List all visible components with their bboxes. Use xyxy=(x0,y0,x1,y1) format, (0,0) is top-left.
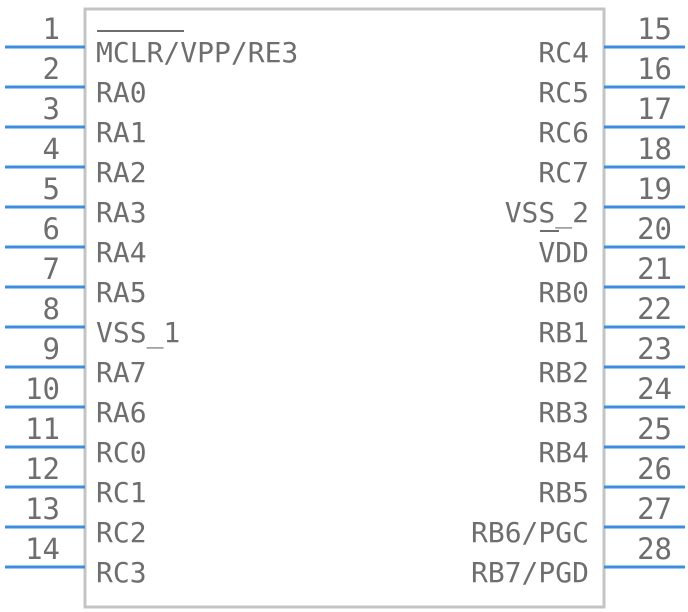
pin-label-rc3: RC3 xyxy=(96,556,147,589)
pin-number: 3 xyxy=(43,92,60,126)
pin-number: 20 xyxy=(637,212,672,246)
pin-number: 15 xyxy=(637,12,672,46)
pin-number: 24 xyxy=(637,372,672,406)
pin-label-rc1: RC1 xyxy=(96,476,147,509)
pin-label-rb3: RB3 xyxy=(538,396,589,429)
pin-number: 7 xyxy=(43,252,60,286)
pin-label-ra2: RA2 xyxy=(96,156,147,189)
pin-number: 16 xyxy=(637,52,672,86)
pin-number: 10 xyxy=(25,372,60,406)
pin-number: 26 xyxy=(637,452,672,486)
pin-label-ra5: RA5 xyxy=(96,276,147,309)
pin-number: 25 xyxy=(637,412,672,446)
pin-number: 23 xyxy=(637,332,672,366)
pin-label-rb5: RB5 xyxy=(538,476,589,509)
overbar-group xyxy=(97,30,559,232)
pin-label-ra6: RA6 xyxy=(96,396,147,429)
pin-number: 22 xyxy=(637,292,672,326)
pin-label-ra4: RA4 xyxy=(96,236,147,269)
pin-label-rb1: RB1 xyxy=(538,316,589,349)
pin-label-rc6: RC6 xyxy=(538,116,589,149)
pin-number: 5 xyxy=(43,172,60,206)
pin-label-rb4: RB4 xyxy=(538,436,589,469)
pin-label-rb2: RB2 xyxy=(538,356,589,389)
pin-label-ra3: RA3 xyxy=(96,196,147,229)
ic-body xyxy=(83,7,606,609)
pin-label-ra7: RA7 xyxy=(96,356,147,389)
pin-number: 18 xyxy=(637,132,672,166)
pin-number: 13 xyxy=(25,492,60,526)
pin-number: 21 xyxy=(637,252,672,286)
pin-label-mclr-vpp-re3: MCLR/VPP/RE3 xyxy=(96,36,298,69)
pin-label-rc5: RC5 xyxy=(538,76,589,109)
pin-number: 2 xyxy=(43,52,60,86)
pin-number: 9 xyxy=(43,332,60,366)
pin-number: 12 xyxy=(25,452,60,486)
pin-label-vss-2: VSS_2 xyxy=(505,196,589,230)
pin-label-rb0: RB0 xyxy=(538,276,589,309)
pin-number: 14 xyxy=(25,532,60,566)
pin-number: 27 xyxy=(637,492,672,526)
pin-label-rc0: RC0 xyxy=(96,436,147,469)
pin-label-rc4: RC4 xyxy=(538,36,589,69)
pin-number: 11 xyxy=(25,412,60,446)
pin-number: 28 xyxy=(637,532,672,566)
pin-label-rb6-pgc: RB6/PGC xyxy=(471,516,589,549)
pin-label-rc2: RC2 xyxy=(96,516,147,549)
pin-label-rb7-pgd: RB7/PGD xyxy=(471,556,589,589)
pin-number: 19 xyxy=(637,172,672,206)
pin-number: 6 xyxy=(43,212,60,246)
pin-number: 8 xyxy=(43,292,60,326)
pin-number: 4 xyxy=(43,132,60,166)
pin-number: 17 xyxy=(637,92,672,126)
pin-number: 1 xyxy=(43,12,60,46)
pin-label-rc7: RC7 xyxy=(538,156,589,189)
left-pin-group: 1MCLR/VPP/RE32RA03RA14RA25RA36RA47RA58VS… xyxy=(5,12,298,589)
pin-label-ra0: RA0 xyxy=(96,76,147,109)
pin-label-ra1: RA1 xyxy=(96,116,147,149)
pin-label-vdd: VDD xyxy=(538,236,589,269)
pin-label-vss-1: VSS_1 xyxy=(96,316,180,350)
